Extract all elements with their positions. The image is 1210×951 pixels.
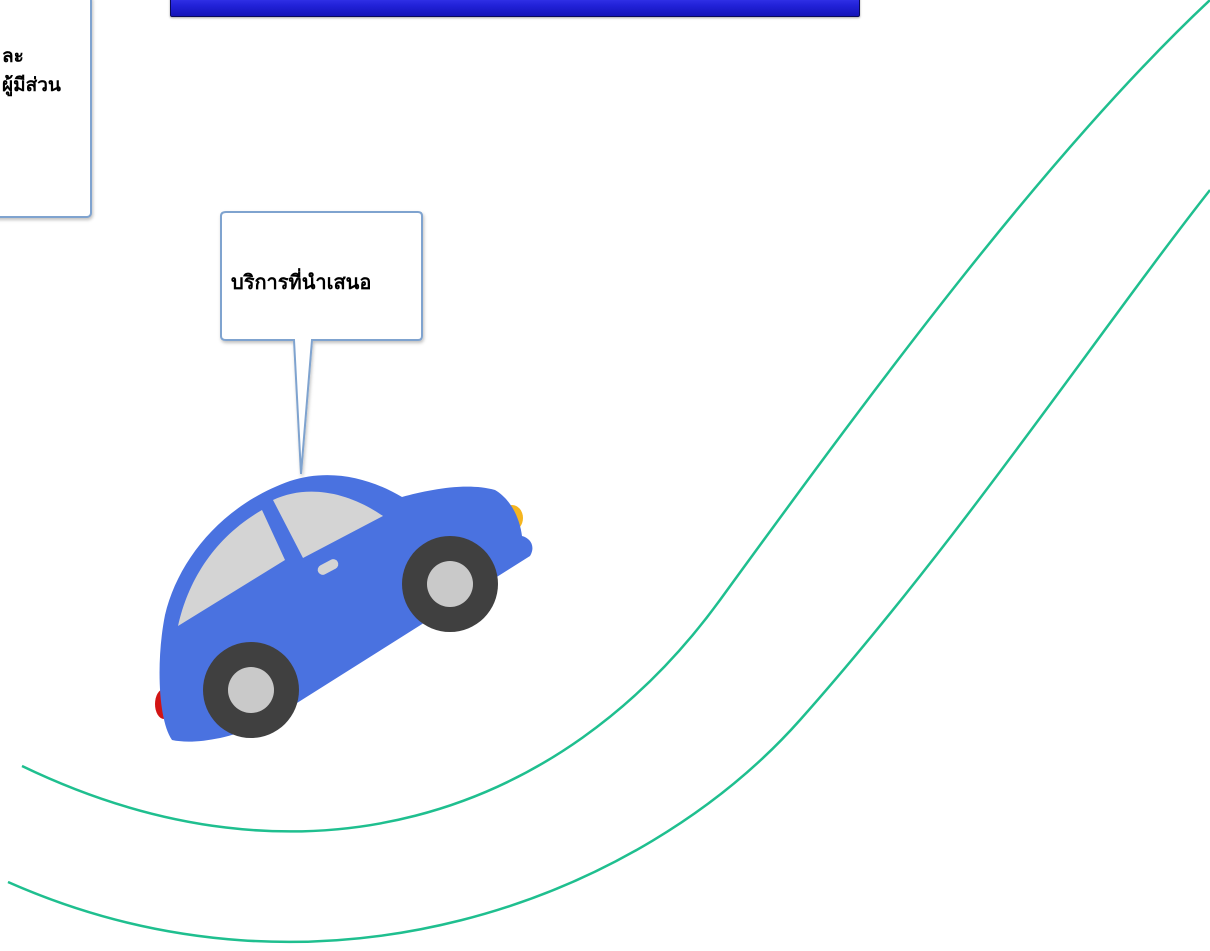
stakeholder-callout-line-1: ละ	[2, 42, 61, 71]
title-banner	[170, 0, 860, 17]
stakeholder-callout: ละ ผู้มีส่วน	[0, 0, 92, 218]
stakeholder-callout-text: ละ ผู้มีส่วน	[2, 42, 61, 101]
stakeholder-callout-line-2: ผู้มีส่วน	[2, 71, 61, 100]
service-callout-label: บริการที่นำเสนอ	[231, 266, 371, 298]
road-line-lower	[8, 190, 1210, 942]
road-line-upper	[22, 0, 1210, 831]
